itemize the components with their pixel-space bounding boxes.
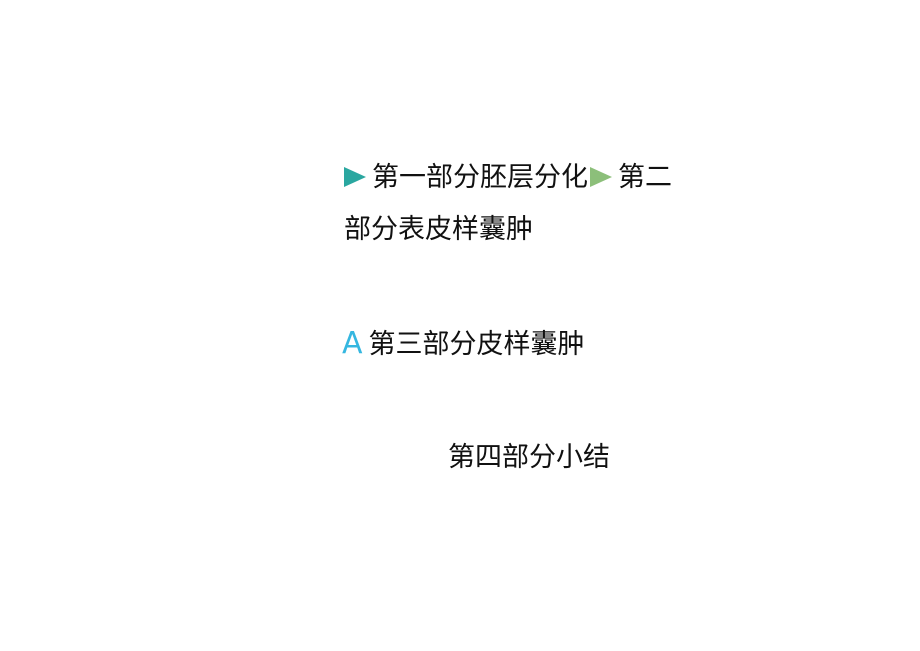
toc-item-part-4: 第四部分小结 (448, 442, 610, 473)
teal-triangle-bullet-icon (344, 167, 366, 187)
toc-item-part-2-start: 第二 (618, 162, 672, 193)
toc-item-part-1: 第一部分胚层分化 (372, 162, 588, 193)
toc-line-2: 部分表皮样囊肿 (344, 213, 533, 247)
toc-line-1: 第一部分胚层分化第二 (344, 161, 672, 195)
toc-line-4: 第四部分小结 (448, 441, 610, 475)
toc-item-part-3: 第三部分皮样囊肿 (368, 329, 585, 360)
green-triangle-bullet-icon (590, 167, 612, 187)
letter-a-bullet: A (342, 326, 363, 361)
toc-item-part-2-end: 部分表皮样囊肿 (344, 214, 533, 245)
